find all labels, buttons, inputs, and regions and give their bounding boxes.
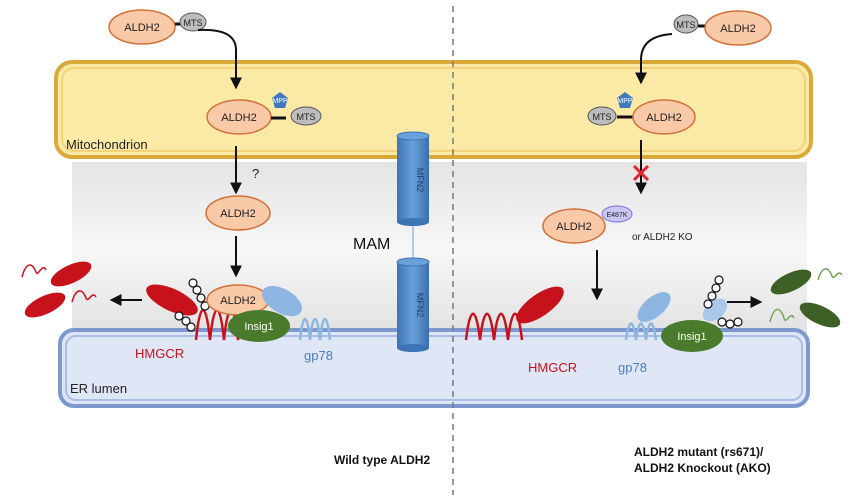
hmgcr-label-right: HMGCR — [528, 360, 577, 375]
ubiquitin-chain-left — [174, 278, 210, 332]
hmgcr-label-left: HMGCR — [135, 346, 184, 361]
mfn2-bottom: MFN2 — [396, 257, 430, 352]
import-arrow-right — [635, 33, 673, 85]
gp78-transmembrane-right — [624, 322, 658, 341]
svg-text:ALDH2: ALDH2 — [221, 112, 256, 124]
aldh2-mam-right: ALDH2 E487K — [542, 205, 633, 244]
svg-text:E487K: E487K — [606, 212, 627, 219]
aldh2-bound-left: ALDH2 — [206, 284, 270, 316]
svg-text:MTS: MTS — [297, 112, 316, 122]
gp78-head-left — [262, 285, 302, 317]
gp78-label-right: gp78 — [618, 360, 647, 375]
degraded-hmgcr-1 — [50, 261, 92, 287]
wild-type-title: Wild type ALDH2 — [334, 453, 430, 467]
gp78-transmembrane-left — [298, 317, 332, 341]
mam-label: MAM — [353, 236, 390, 253]
svg-text:MPP: MPP — [617, 98, 633, 105]
aldh2-mam-left: ALDH2 — [205, 195, 271, 231]
degraded-peptide-3 — [817, 268, 843, 281]
ubiquitin-chain-right — [703, 275, 743, 329]
degraded-hmgcr-2 — [24, 292, 66, 318]
aldh2-mpp-complex-right: MTS MPP ALDH2 — [587, 92, 696, 135]
svg-text:ALDH2: ALDH2 — [720, 23, 755, 35]
aldh2-mpp-complex-left: ALDH2 MPP MTS — [206, 92, 322, 135]
mutant-title-line1: ALDH2 mutant (rs671)/ — [634, 445, 764, 459]
svg-text:MPP: MPP — [272, 98, 288, 105]
svg-text:MFN2: MFN2 — [415, 168, 425, 193]
aldh2-mts-precursor-left: ALDH2 MTS — [108, 9, 207, 45]
hmgcr-head-left — [146, 284, 198, 316]
mfn2-top: MFN2 — [396, 131, 430, 226]
hmgcr-transmembrane-right — [464, 312, 524, 341]
aldh2-mts-precursor-right: MTS ALDH2 — [673, 10, 772, 46]
degraded-peptide-2 — [71, 290, 97, 303]
svg-text:MTS: MTS — [677, 20, 696, 30]
er-membrane — [58, 328, 810, 408]
or-ko-label: or ALDH2 KO — [632, 232, 693, 243]
degraded-insig1-2 — [799, 302, 841, 328]
question-mark: ? — [252, 166, 259, 181]
insig1-right: Insig1 — [661, 320, 723, 352]
import-arrow-left — [197, 28, 242, 90]
svg-text:ALDH2: ALDH2 — [556, 221, 591, 233]
svg-text:MTS: MTS — [593, 112, 612, 122]
er-lumen-label: ER lumen — [70, 381, 127, 396]
mitochondrion — [54, 60, 813, 159]
degraded-peptide-4 — [769, 308, 795, 323]
hmgcr-head-right — [516, 286, 564, 324]
insig1-left: Insig1 — [228, 310, 290, 342]
svg-text:MFN2: MFN2 — [415, 293, 425, 318]
inhibition-x-icon — [632, 164, 650, 182]
svg-text:ALDH2: ALDH2 — [124, 22, 159, 34]
gp78-label-left: gp78 — [304, 348, 333, 363]
degraded-insig1-1 — [770, 269, 812, 295]
mitochondrion-label: Mitochondrion — [66, 137, 148, 152]
gp78-head-right — [637, 292, 671, 322]
degraded-peptide-1 — [21, 264, 47, 278]
svg-text:ALDH2: ALDH2 — [220, 295, 255, 307]
svg-text:Insig1: Insig1 — [244, 321, 273, 333]
svg-text:ALDH2: ALDH2 — [220, 208, 255, 220]
svg-text:MTS: MTS — [184, 18, 203, 28]
svg-text:ALDH2: ALDH2 — [646, 112, 681, 124]
mutant-title-line2: ALDH2 Knockout (AKO) — [634, 461, 771, 475]
svg-text:Insig1: Insig1 — [677, 331, 706, 343]
